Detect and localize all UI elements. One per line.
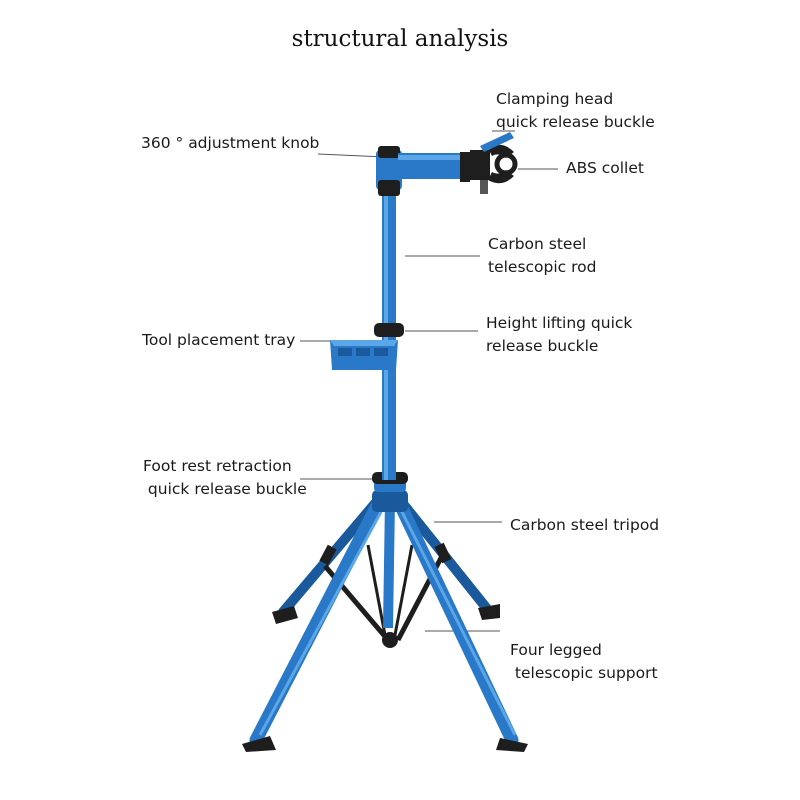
back-right-foot xyxy=(478,604,500,620)
label-adjustment-knob: 360 ° adjustment knob xyxy=(141,134,320,152)
leader-adjustment-knob xyxy=(317,153,387,158)
tripod-hub xyxy=(372,480,408,512)
adjustment-knob xyxy=(378,146,400,158)
label-abs-collet: ABS collet xyxy=(566,159,644,177)
label-carbon-rod: Carbon steel telescopic rod xyxy=(488,235,597,276)
front-right-foot xyxy=(496,738,528,752)
label-height-buckle: Height lifting quick release buckle xyxy=(486,314,633,355)
back-left-foot xyxy=(272,606,298,624)
front-left-leg xyxy=(249,493,387,747)
front-left-foot xyxy=(242,736,276,752)
quick-release-lever xyxy=(480,132,514,152)
horizontal-arm xyxy=(398,152,470,182)
tripod-legs xyxy=(242,493,528,752)
brace-hub xyxy=(382,632,398,648)
label-tool-tray: Tool placement tray xyxy=(142,331,296,349)
brace-center-left xyxy=(366,544,387,636)
top-joint xyxy=(376,146,402,196)
label-clamping-head: Clamping head quick release buckle xyxy=(496,90,655,131)
label-foot-rest: Foot rest retraction quick release buckl… xyxy=(143,457,307,498)
diagram-title: structural analysis xyxy=(291,26,509,52)
leg-clamp-left xyxy=(319,544,337,566)
leader-lines xyxy=(300,130,558,632)
label-four-legged: Four legged telescopic support xyxy=(510,641,658,682)
label-tripod: Carbon steel tripod xyxy=(510,516,660,534)
leg-clamp-right xyxy=(434,542,452,564)
clamp-head xyxy=(470,132,518,194)
height-buckle xyxy=(374,323,404,337)
front-center-leg xyxy=(383,499,395,629)
tool-tray xyxy=(330,340,398,370)
brace-center-right xyxy=(393,544,414,636)
